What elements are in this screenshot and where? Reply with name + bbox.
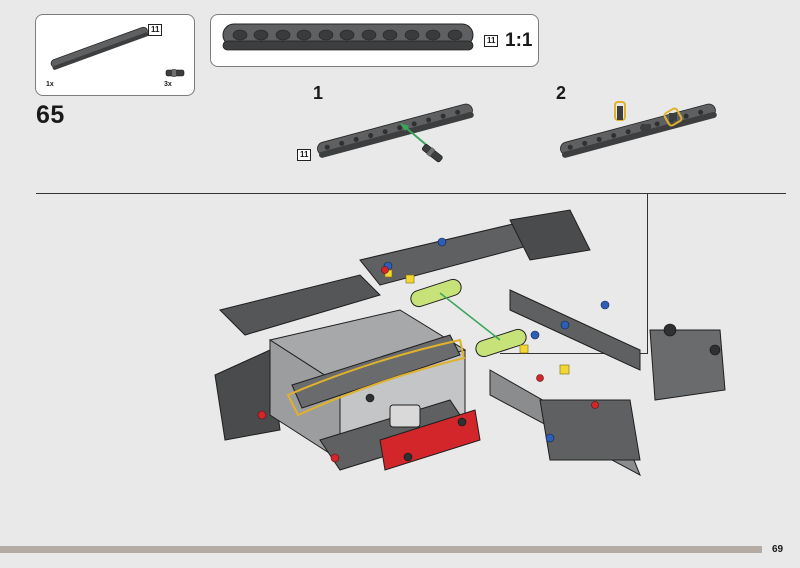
parts-list-box: 11 1x 3x	[35, 14, 195, 96]
page-number: 69	[772, 544, 784, 555]
substep-2-illustration	[560, 101, 717, 158]
beam-11-part-icon	[50, 26, 149, 70]
substep-1-beam-length-badge: 11	[297, 149, 312, 161]
pin-part-icon	[165, 69, 185, 77]
substep-1-number: 1	[313, 83, 324, 103]
substep-2-number: 2	[556, 83, 567, 103]
scale-label: 1:1	[505, 30, 533, 51]
main-assembly-illustration	[214, 209, 726, 477]
beam-11-scale-icon	[222, 23, 474, 51]
scale-beam-length-badge: 11	[484, 35, 499, 47]
callout-line-horizontal	[500, 353, 648, 354]
pin-quantity: 3x	[164, 81, 172, 88]
footer-progress-bar	[0, 546, 762, 553]
scale-reference-box: 11 1:1	[210, 14, 539, 67]
callout-line-vertical	[647, 193, 648, 353]
section-divider	[36, 193, 786, 194]
beam-length-badge: 11	[148, 24, 163, 36]
beam-quantity: 1x	[46, 81, 54, 88]
substep-1-illustration	[317, 103, 474, 163]
step-number: 65	[36, 101, 65, 129]
